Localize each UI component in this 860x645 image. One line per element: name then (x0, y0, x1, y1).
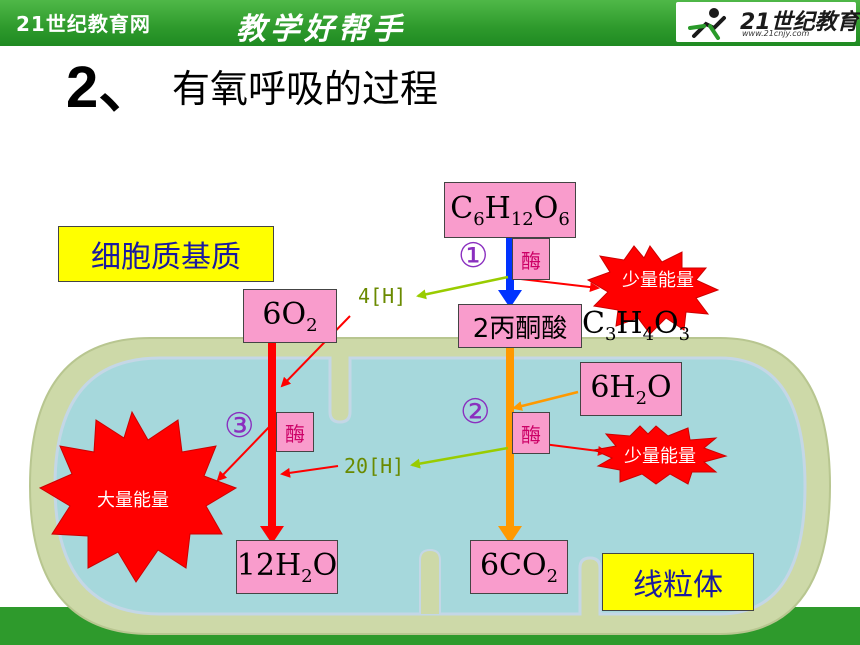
enzyme-label-stage3: 酶 (276, 412, 314, 452)
large-energy-label: 大量能量 (97, 490, 169, 511)
formula-element: H (274, 547, 302, 583)
hydrogen-label-20: 20[H] (344, 454, 405, 478)
arrow-stage2-hydrogen (410, 446, 509, 469)
logo-text: 21世纪教育 (740, 10, 859, 35)
cytoplasm-label: 细胞质基质 (58, 226, 274, 282)
formula-subscript: 2 (546, 565, 559, 587)
small-energy-burst-2 (592, 425, 728, 485)
arrow-stage3-energy (216, 423, 273, 482)
formula-element: O (522, 547, 547, 583)
formula-element: C (582, 306, 605, 341)
arrow-water-in (512, 390, 579, 411)
crista (419, 548, 441, 614)
formula-element: C (450, 190, 474, 226)
arrow-stage1-hydrogen (416, 275, 509, 300)
title-number: 2、 (66, 55, 157, 120)
formula-element: H (484, 190, 511, 226)
hydrogen-label-4: 4[H] (358, 284, 407, 308)
formula-subscript: 4 (642, 324, 655, 345)
water-input-formula: 6H2O (590, 370, 671, 409)
formula-element: O (647, 369, 672, 405)
site-name: 21世纪教育网 (16, 12, 151, 36)
small-energy-burst-1 (586, 245, 720, 335)
oxygen-box: 6O2 (243, 289, 337, 343)
arrowhead-pyruvate-to-co2 (498, 526, 522, 544)
formula-subscript: 6 (473, 208, 485, 230)
formula-element: O (312, 547, 338, 583)
formula-coefficient: 12 (236, 547, 275, 583)
formula-subscript: 2 (306, 314, 318, 336)
enzyme-label-stage2: 酶 (512, 412, 550, 454)
large-energy-burst (38, 410, 238, 583)
formula-element: O (281, 296, 307, 332)
logo-url: www.21cnjy.com (742, 29, 810, 38)
mitochondria-label: 线粒体 (602, 553, 754, 611)
formula-subscript: 2 (301, 565, 313, 587)
oxygen-formula: 6O2 (262, 297, 317, 336)
formula-element: C (499, 547, 522, 583)
stage-number-1: ① (458, 236, 489, 276)
site-slogan: 教学好帮手 (236, 12, 406, 47)
formula-coefficient: 6 (262, 296, 282, 332)
formula-element: O (654, 306, 679, 341)
water-output-box: 12H2O (236, 540, 338, 594)
formula-element: H (609, 369, 636, 405)
arrow-h4-to-oxygen (280, 315, 351, 388)
enzyme-label-stage1: 酶 (512, 238, 550, 280)
small-energy-label-1: 少量能量 (622, 270, 694, 291)
water-input-box: 6H2O (580, 362, 682, 416)
formula-coefficient: 6 (590, 369, 610, 405)
pyruvate-formula: C3H4O3 (582, 306, 690, 345)
small-energy-label-2: 少量能量 (624, 446, 696, 467)
water-output-formula: 12H2O (237, 548, 337, 587)
formula-subscript: 12 (510, 208, 534, 230)
arrowhead-oxygen-to-water (260, 526, 284, 544)
formula-element: H (616, 306, 643, 341)
arrowhead-glucose-to-pyruvate (498, 290, 522, 308)
co2-box: 6CO2 (470, 540, 568, 594)
pyruvate-box: 2丙酮酸 (458, 304, 582, 348)
arrow-h20-to-oxygen (280, 465, 339, 478)
co2-formula: 6CO2 (480, 548, 558, 587)
glucose-box: C6H12O6 (444, 182, 576, 238)
formula-element: O (533, 190, 559, 226)
formula-subscript: 3 (604, 324, 617, 345)
pyruvate-label: 2丙酮酸 (472, 313, 568, 344)
formula-coefficient: 6 (479, 547, 500, 583)
stage-number-2: ② (460, 392, 491, 432)
stage-number-3: ③ (224, 406, 255, 446)
formula-subscript: 3 (678, 324, 691, 345)
formula-subscript: 2 (635, 387, 648, 409)
runner-logo-icon (688, 8, 726, 40)
formula-subscript: 6 (558, 208, 570, 230)
page-title: 有氧呼吸的过程 (172, 67, 439, 111)
glucose-formula: C6H12O6 (450, 191, 570, 230)
